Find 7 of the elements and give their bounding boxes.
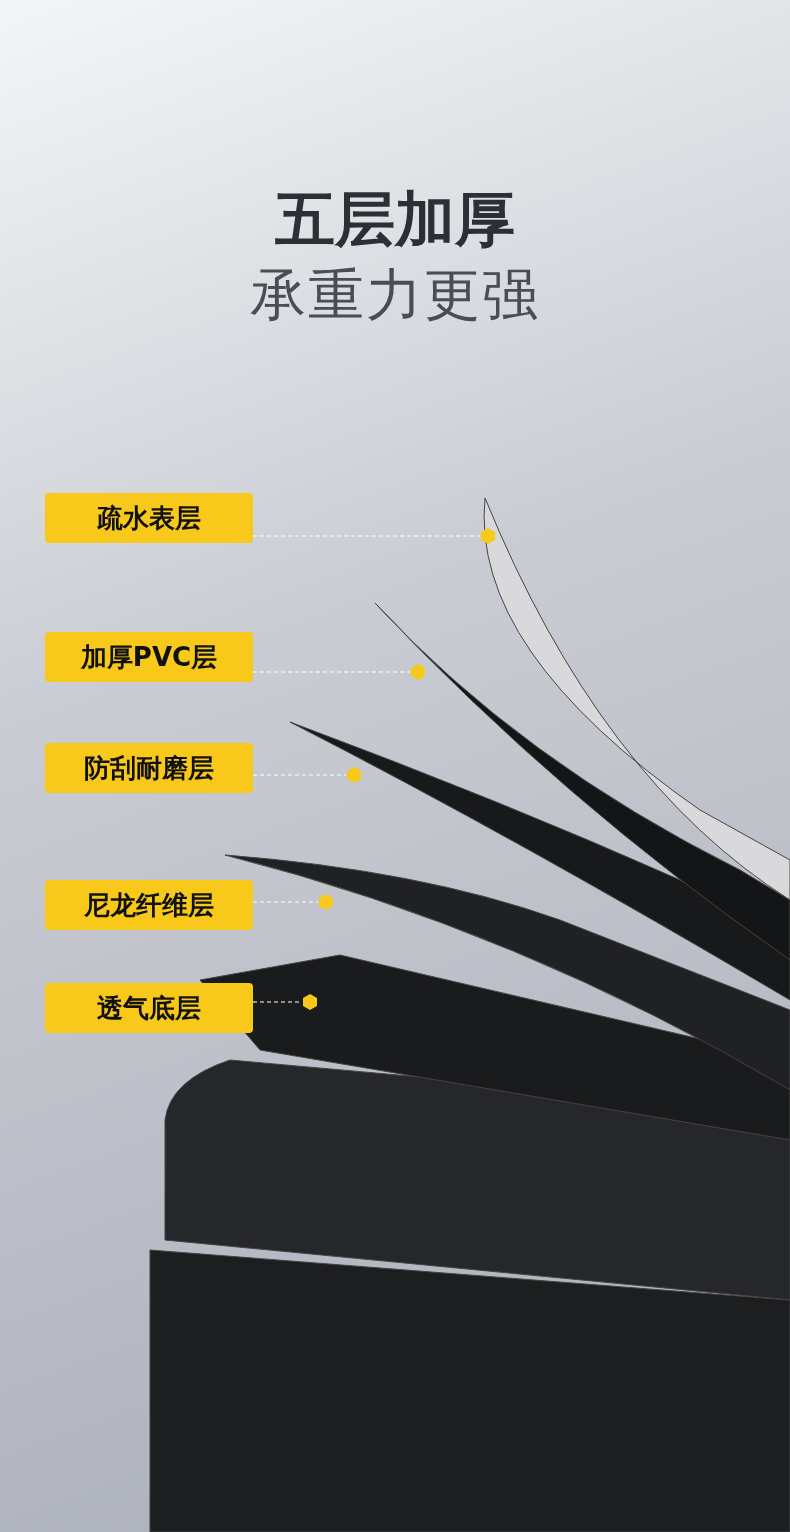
layer-label: 防刮耐磨层	[45, 743, 253, 793]
subtitle: 承重力更强	[249, 261, 541, 329]
title: 五层加厚	[274, 183, 516, 256]
layer-label: 疏水表层	[45, 493, 253, 543]
layer-label: 尼龙纤维层	[45, 880, 253, 930]
layer-label: 加厚PVC层	[45, 632, 253, 682]
layer-label: 透气底层	[45, 983, 253, 1033]
